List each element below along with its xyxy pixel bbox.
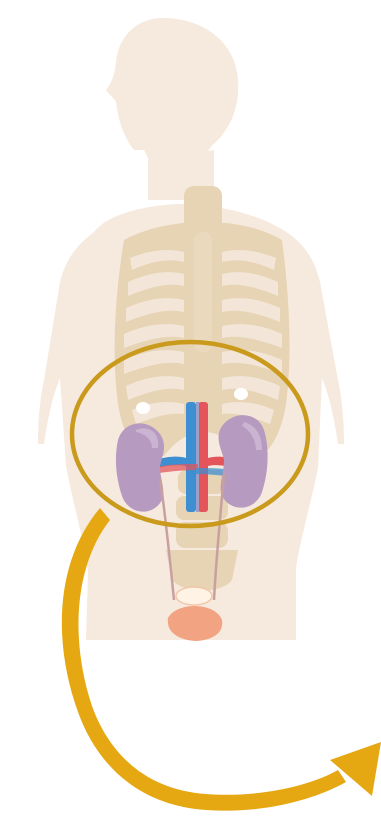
- anatomy-illustration: [0, 0, 381, 822]
- urinary-system-figure: [0, 0, 381, 822]
